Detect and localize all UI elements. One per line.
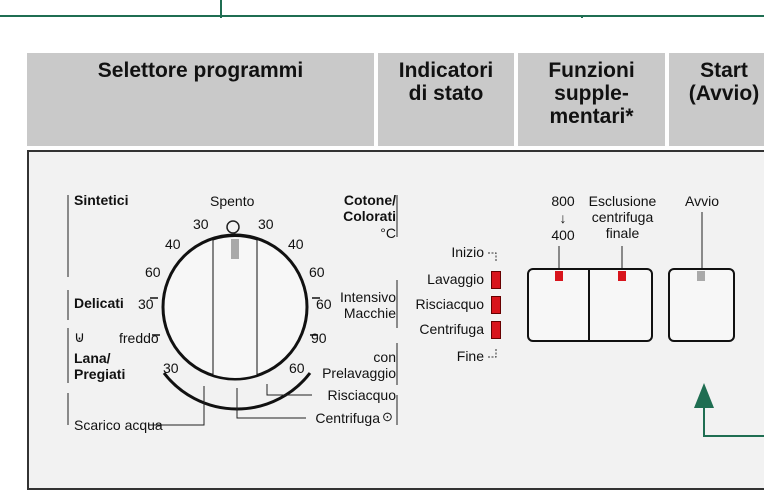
header-status-indicators: Indicatori di stato — [378, 53, 514, 146]
speed-bottom-label: 400 — [551, 227, 575, 243]
wool-handwash-icon: ⊍ — [74, 329, 85, 346]
spin-exclusion-label: Esclusione centrifuga finale — [588, 193, 657, 241]
temp-right-60-intensive: 60 — [316, 296, 332, 312]
label-cotton-line2: Colorati — [343, 208, 396, 224]
temp-right-60: 60 — [309, 264, 325, 280]
label-wool-line1: Lana/ — [74, 350, 111, 366]
temp-right-40: 40 — [288, 236, 304, 252]
temp-right-90: 90 — [311, 330, 327, 346]
spin-exclusion-led — [618, 271, 626, 281]
dial-off-label: Spento — [210, 193, 255, 209]
header-extra-functions: Funzioni supple- mentari* — [518, 53, 665, 146]
header-start: Start (Avvio) — [669, 53, 764, 146]
label-wool-line2: Pregiati — [74, 366, 126, 382]
status-indicator-graphic — [488, 252, 497, 358]
header-program-selector-text: Selettore programmi — [97, 59, 304, 82]
program-dial-graphic — [67, 195, 398, 426]
temp-left-40: 40 — [165, 236, 181, 252]
label-intensive-line2: Macchie — [343, 305, 396, 321]
label-cotton-line1: Cotone/ — [343, 192, 396, 208]
label-celsius: °C — [380, 225, 396, 241]
temp-left-30-bottom: 30 — [163, 360, 179, 376]
status-label-rinse: Risciacquo — [415, 296, 484, 312]
start-label: Avvio — [685, 193, 719, 209]
label-rinse: Risciacquo — [327, 387, 396, 403]
spin-symbol-icon: ⊙ — [382, 409, 393, 424]
status-label-end: Fine — [456, 348, 484, 364]
speed-top-label: 800 — [551, 193, 575, 209]
callout-line-bottom — [694, 383, 764, 437]
label-spin: Centrifuga — [315, 410, 380, 426]
header-start-text: Start (Avvio) — [688, 59, 760, 105]
dial-pointer — [231, 239, 239, 259]
status-led-wash — [491, 271, 501, 289]
callout-line-top — [0, 0, 764, 18]
temp-right-60-prewash: 60 — [289, 360, 305, 376]
header-extra-functions-text: Funzioni supple- mentari* — [548, 59, 635, 128]
temp-left-60: 60 — [145, 264, 161, 280]
status-led-spin — [491, 321, 501, 339]
status-led-rinse — [491, 296, 501, 314]
temp-left-cold: freddo — [119, 330, 159, 346]
label-prewash-line2: Prelavaggio — [322, 365, 396, 381]
status-label-spin: Centrifuga — [419, 321, 484, 337]
start-led — [697, 271, 705, 281]
label-drain: Scarico acqua — [74, 417, 163, 433]
temp-left-30-top: 30 — [193, 216, 209, 232]
label-delicates: Delicati — [74, 295, 124, 311]
temp-right-30: 30 — [258, 216, 274, 232]
label-synthetics: Sintetici — [74, 192, 129, 208]
speed-led — [555, 271, 563, 281]
status-label-start: Inizio — [451, 244, 484, 260]
functions-leader-lines — [558, 212, 703, 268]
header-status-indicators-text: Indicatori di stato — [398, 59, 494, 105]
header-program-selector: Selettore programmi — [27, 53, 374, 146]
status-label-wash: Lavaggio — [427, 271, 484, 287]
speed-arrow-icon: ↓ — [559, 210, 567, 226]
label-prewash-line1: con — [373, 349, 396, 365]
temp-left-30-delicates: 30 — [138, 296, 154, 312]
label-intensive-line1: Intensivo — [339, 289, 396, 305]
